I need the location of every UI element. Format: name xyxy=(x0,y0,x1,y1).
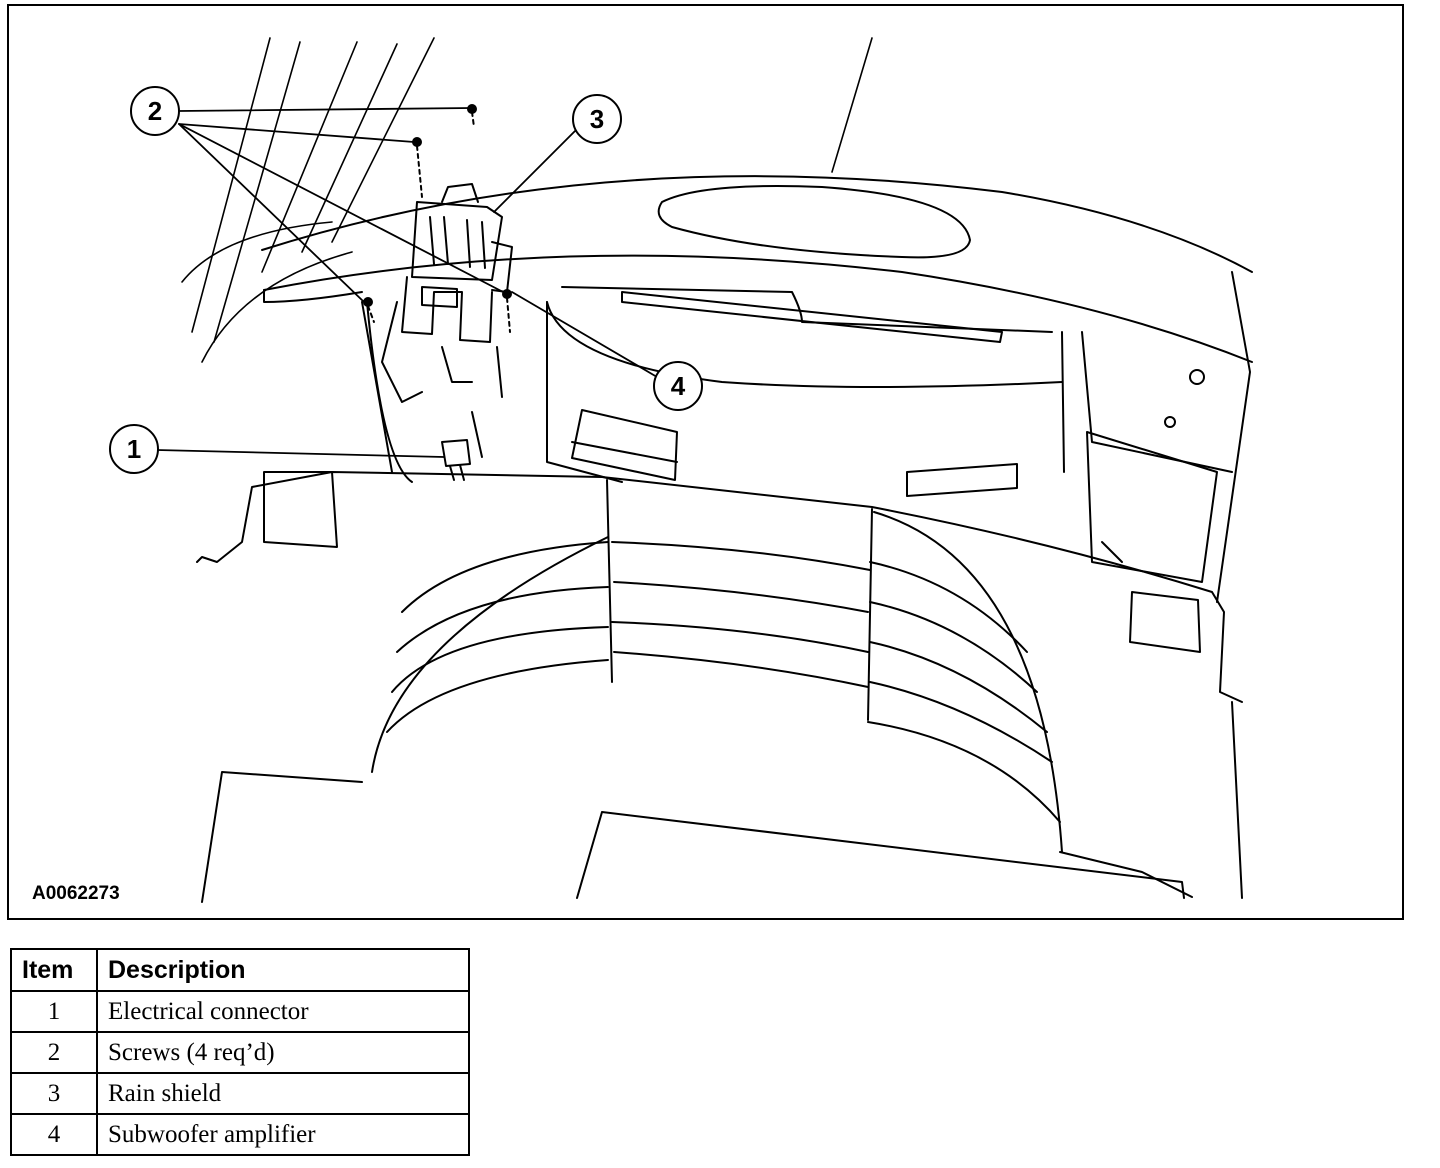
callout-1-label: 1 xyxy=(127,434,141,464)
item-description: Rain shield xyxy=(96,1072,470,1115)
electrical-connector xyxy=(441,439,471,481)
table-row: 3 Rain shield xyxy=(10,1072,470,1115)
background-lines xyxy=(181,37,873,363)
item-number: 3 xyxy=(10,1072,98,1115)
legend-table: Item Description 1 Electrical connector … xyxy=(10,948,470,1156)
figure-id: A0062273 xyxy=(32,883,120,904)
parcel-shelf xyxy=(261,175,1253,363)
callout-2-label: 2 xyxy=(148,96,162,126)
diagram-frame: 1 2 3 4 A0062273 xyxy=(7,4,1404,920)
callout-4-label: 4 xyxy=(671,371,686,401)
line-drawing: 1 2 3 4 A0062273 xyxy=(32,37,1253,904)
legend-header-row: Item Description xyxy=(10,948,470,992)
item-description: Electrical connector xyxy=(96,990,470,1033)
description-header: Description xyxy=(96,948,470,992)
subwoofer-amplifier-assembly xyxy=(361,183,513,483)
callout-3-label: 3 xyxy=(590,104,604,134)
screws xyxy=(363,104,512,333)
item-description: Subwoofer amplifier xyxy=(96,1113,470,1156)
table-row: 2 Screws (4 req’d) xyxy=(10,1031,470,1074)
table-row: 4 Subwoofer amplifier xyxy=(10,1113,470,1156)
item-number: 4 xyxy=(10,1113,98,1156)
callout-2: 2 xyxy=(130,86,180,136)
table-row: 1 Electrical connector xyxy=(10,990,470,1033)
callout-1: 1 xyxy=(109,424,159,474)
leader-lines xyxy=(156,107,658,458)
trunk-cavity xyxy=(546,271,1251,603)
seat-back-panel xyxy=(196,471,1243,903)
item-header: Item xyxy=(10,948,98,992)
item-number: 1 xyxy=(10,990,98,1033)
item-number: 2 xyxy=(10,1031,98,1074)
item-description: Screws (4 req’d) xyxy=(96,1031,470,1074)
callout-3: 3 xyxy=(572,94,622,144)
callout-4: 4 xyxy=(653,361,703,411)
